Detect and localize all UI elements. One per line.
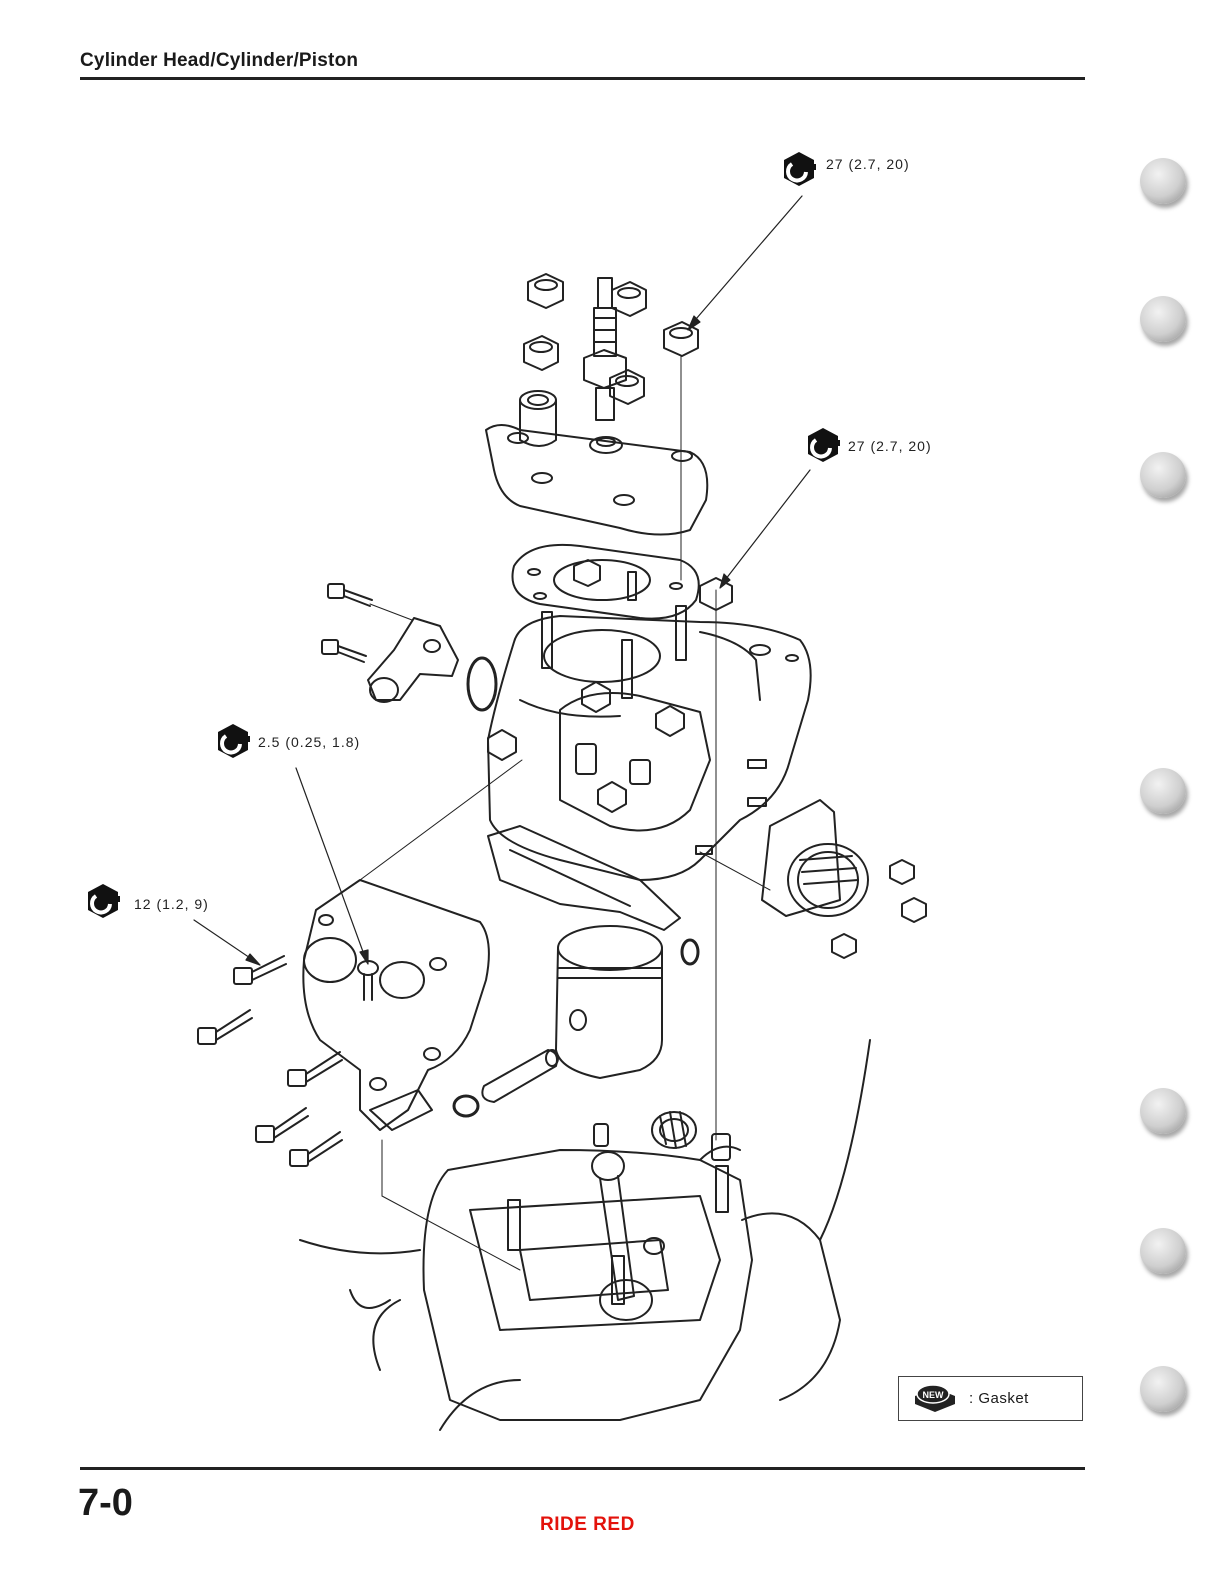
crankcase <box>373 1150 752 1430</box>
torque-wrench-icon <box>214 722 252 760</box>
torque-spec-label: 27 (2.7, 20) <box>826 156 910 172</box>
leader-arrow <box>720 470 810 588</box>
bolt <box>288 1052 342 1086</box>
bolt <box>198 1010 252 1044</box>
connecting-rod <box>592 1152 652 1320</box>
screw <box>358 961 378 1000</box>
water-joint <box>368 618 458 702</box>
torque-wrench-icon <box>780 150 818 188</box>
cylinder-head-nut <box>524 336 558 370</box>
exhaust-port <box>560 693 710 830</box>
cylinder-head-nut <box>612 282 646 316</box>
new-part-icon: NEW <box>911 1382 959 1416</box>
legend-box: NEW : Gasket <box>898 1376 1083 1421</box>
intake-flange <box>762 800 868 916</box>
leader-arrow <box>194 920 260 965</box>
piston <box>556 926 662 1078</box>
torque-spec-label: 12 (1.2, 9) <box>134 896 209 912</box>
bolt <box>328 584 372 606</box>
cylinder-head-nut <box>528 274 563 308</box>
leader-arrow <box>296 768 368 964</box>
torque-spec-label: 27 (2.7, 20) <box>848 438 932 454</box>
footer-rule <box>80 1467 1085 1470</box>
page-number: 7-0 <box>78 1482 133 1525</box>
bolt <box>322 640 366 662</box>
needle-bearing <box>652 1112 696 1148</box>
piston-pin <box>482 1050 558 1102</box>
bolt <box>234 956 286 984</box>
torque-wrench-icon <box>804 426 842 464</box>
torque-spec-label: 2.5 (0.25, 1.8) <box>258 734 360 750</box>
base-gasket <box>488 826 680 930</box>
spark-plug <box>584 278 626 420</box>
new-part-icon-text: NEW <box>923 1390 945 1400</box>
exhaust-valve-cover <box>303 880 489 1130</box>
cylinder <box>488 616 811 880</box>
torque-wrench-icon <box>84 882 122 920</box>
bolt <box>256 1108 308 1142</box>
head-gasket <box>512 545 698 619</box>
leader-arrow <box>688 196 802 330</box>
footer-brand: RIDE RED <box>540 1514 635 1536</box>
bolt <box>290 1132 342 1166</box>
legend-label: : Gasket <box>969 1390 1029 1407</box>
